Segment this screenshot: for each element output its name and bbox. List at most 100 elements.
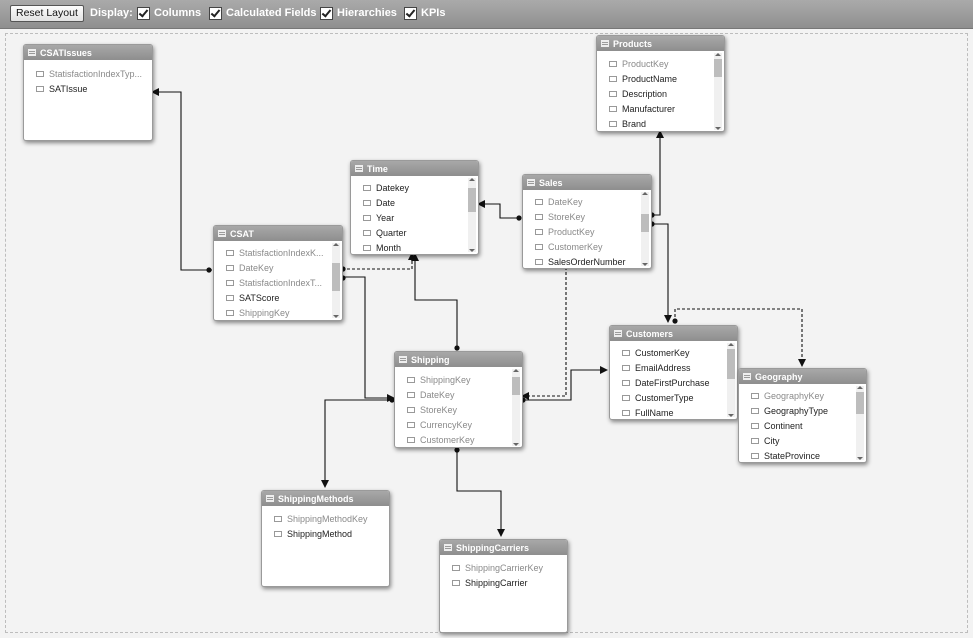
scroll-up-icon[interactable] — [642, 192, 648, 195]
scroll-down-icon[interactable] — [857, 457, 863, 460]
column-row[interactable]: CustomerKey — [610, 345, 737, 360]
hierarchies-checkbox[interactable]: Hierarchies — [320, 5, 397, 21]
scroll-thumb[interactable] — [856, 392, 864, 414]
column-row[interactable]: Datekey — [351, 180, 478, 195]
table-shippingcarriers[interactable]: ShippingCarriers ShippingCarrierKey Ship… — [439, 539, 568, 633]
column-row[interactable]: GeographyType — [739, 403, 866, 418]
column-row[interactable]: DateKey — [214, 260, 342, 275]
table-header[interactable]: Products — [597, 36, 724, 51]
column-row[interactable]: ShippingKey — [395, 372, 522, 387]
scroll-up-icon[interactable] — [513, 369, 519, 372]
scroll-thumb[interactable] — [714, 59, 722, 77]
table-header[interactable]: CSAT — [214, 226, 342, 241]
scroll-thumb[interactable] — [468, 188, 476, 212]
scrollbar[interactable] — [641, 192, 649, 266]
column-row[interactable]: CustomerType — [610, 391, 737, 406]
column-row[interactable]: Year — [351, 210, 478, 225]
scroll-thumb[interactable] — [641, 214, 649, 232]
column-row[interactable]: DateKey — [523, 194, 651, 209]
column-row[interactable]: CustomerKey — [523, 240, 651, 255]
scroll-up-icon[interactable] — [857, 386, 863, 389]
scroll-thumb[interactable] — [332, 263, 340, 291]
scroll-up-icon[interactable] — [728, 343, 734, 346]
column-row[interactable]: DateKey — [395, 387, 522, 402]
scrollbar[interactable] — [856, 386, 864, 460]
columns-checkbox[interactable]: Columns — [137, 5, 201, 21]
column-row[interactable]: ShippingMethodKey — [262, 511, 389, 526]
scroll-up-icon[interactable] — [333, 243, 339, 246]
column-row[interactable]: ProductName — [597, 71, 724, 86]
column-row[interactable]: EmailAddress — [610, 360, 737, 375]
column-row[interactable]: Date — [351, 195, 478, 210]
scroll-thumb[interactable] — [512, 377, 520, 395]
table-time[interactable]: Time Datekey Date Year Quarter Month — [350, 160, 479, 255]
checkbox-checked-icon[interactable] — [209, 6, 222, 20]
scroll-thumb[interactable] — [727, 349, 735, 379]
scrollbar[interactable] — [512, 369, 520, 446]
table-header[interactable]: CSATIssues — [24, 45, 152, 60]
scroll-down-icon[interactable] — [728, 414, 734, 417]
table-header[interactable]: Time — [351, 161, 478, 176]
column-row[interactable]: ShippingCarrier — [440, 575, 567, 590]
table-geography[interactable]: Geography GeographyKey GeographyType Con… — [738, 368, 867, 463]
table-sales[interactable]: Sales DateKey StoreKey ProductKey Custom… — [522, 174, 652, 269]
table-header[interactable]: Customers — [610, 326, 737, 341]
table-shippingmethods[interactable]: ShippingMethods ShippingMethodKey Shippi… — [261, 490, 390, 587]
table-header[interactable]: Geography — [739, 369, 866, 384]
scroll-down-icon[interactable] — [333, 315, 339, 318]
column-row[interactable]: SATIssue — [24, 81, 152, 96]
calculated-fields-checkbox[interactable]: Calculated Fields — [209, 5, 316, 21]
column-row[interactable]: StoreKey — [523, 209, 651, 224]
column-row[interactable]: SalesOrderNumber — [523, 255, 651, 268]
column-row[interactable]: ShippingCarrierKey — [440, 560, 567, 575]
column-row[interactable]: StateProvince — [739, 449, 866, 462]
column-row[interactable]: City — [739, 434, 866, 449]
column-row[interactable]: StatisfactionIndexTyp... — [24, 66, 152, 81]
scrollbar[interactable] — [332, 243, 340, 318]
column-row[interactable]: SATScore — [214, 291, 342, 306]
column-row[interactable]: ProductKey — [597, 56, 724, 71]
column-name: StoreKey — [548, 211, 586, 222]
scrollbar[interactable] — [714, 53, 722, 130]
scroll-down-icon[interactable] — [513, 443, 519, 446]
scroll-up-icon[interactable] — [469, 178, 475, 181]
reset-layout-button[interactable]: Reset Layout — [10, 5, 84, 22]
table-header[interactable]: Sales — [523, 175, 651, 190]
column-row[interactable]: StatisfactionIndexT... — [214, 275, 342, 290]
column-row[interactable]: GeographyKey — [739, 388, 866, 403]
column-row[interactable]: Month — [351, 241, 478, 254]
column-row[interactable]: StoreKey — [395, 402, 522, 417]
table-header[interactable]: ShippingMethods — [262, 491, 389, 506]
column-row[interactable]: ShippingKey — [214, 306, 342, 320]
table-products[interactable]: Products ProductKey ProductName Descript… — [596, 35, 725, 132]
kpis-checkbox[interactable]: KPIs — [404, 5, 445, 21]
column-row[interactable]: Description — [597, 86, 724, 101]
table-csat[interactable]: CSAT StatisfactionIndexK... DateKey Stat… — [213, 225, 343, 321]
column-row[interactable]: StatisfactionIndexK... — [214, 245, 342, 260]
column-row[interactable]: CurrencyKey — [395, 418, 522, 433]
table-icon — [218, 230, 226, 237]
checkbox-checked-icon[interactable] — [320, 6, 333, 20]
scroll-down-icon[interactable] — [469, 249, 475, 252]
scrollbar[interactable] — [468, 178, 476, 252]
table-header[interactable]: Shipping — [395, 352, 522, 367]
column-row[interactable]: CustomerKey — [395, 433, 522, 447]
column-row[interactable]: ShippingMethod — [262, 526, 389, 541]
scroll-down-icon[interactable] — [715, 127, 721, 130]
table-customers[interactable]: Customers CustomerKey EmailAddress DateF… — [609, 325, 738, 420]
checkbox-checked-icon[interactable] — [137, 6, 150, 20]
column-row[interactable]: ProductKey — [523, 224, 651, 239]
scroll-down-icon[interactable] — [642, 263, 648, 266]
scroll-up-icon[interactable] — [715, 53, 721, 56]
table-csatissues[interactable]: CSATIssues StatisfactionIndexTyp... SATI… — [23, 44, 153, 141]
table-shipping[interactable]: Shipping ShippingKey DateKey StoreKey Cu… — [394, 351, 523, 448]
column-row[interactable]: FullName — [610, 406, 737, 419]
column-row[interactable]: Quarter — [351, 226, 478, 241]
checkbox-checked-icon[interactable] — [404, 6, 417, 20]
scrollbar[interactable] — [727, 343, 735, 417]
table-header[interactable]: ShippingCarriers — [440, 540, 567, 555]
column-row[interactable]: DateFirstPurchase — [610, 375, 737, 390]
column-row[interactable]: Manufacturer — [597, 102, 724, 117]
column-row[interactable]: Continent — [739, 418, 866, 433]
column-row[interactable]: Brand — [597, 117, 724, 131]
